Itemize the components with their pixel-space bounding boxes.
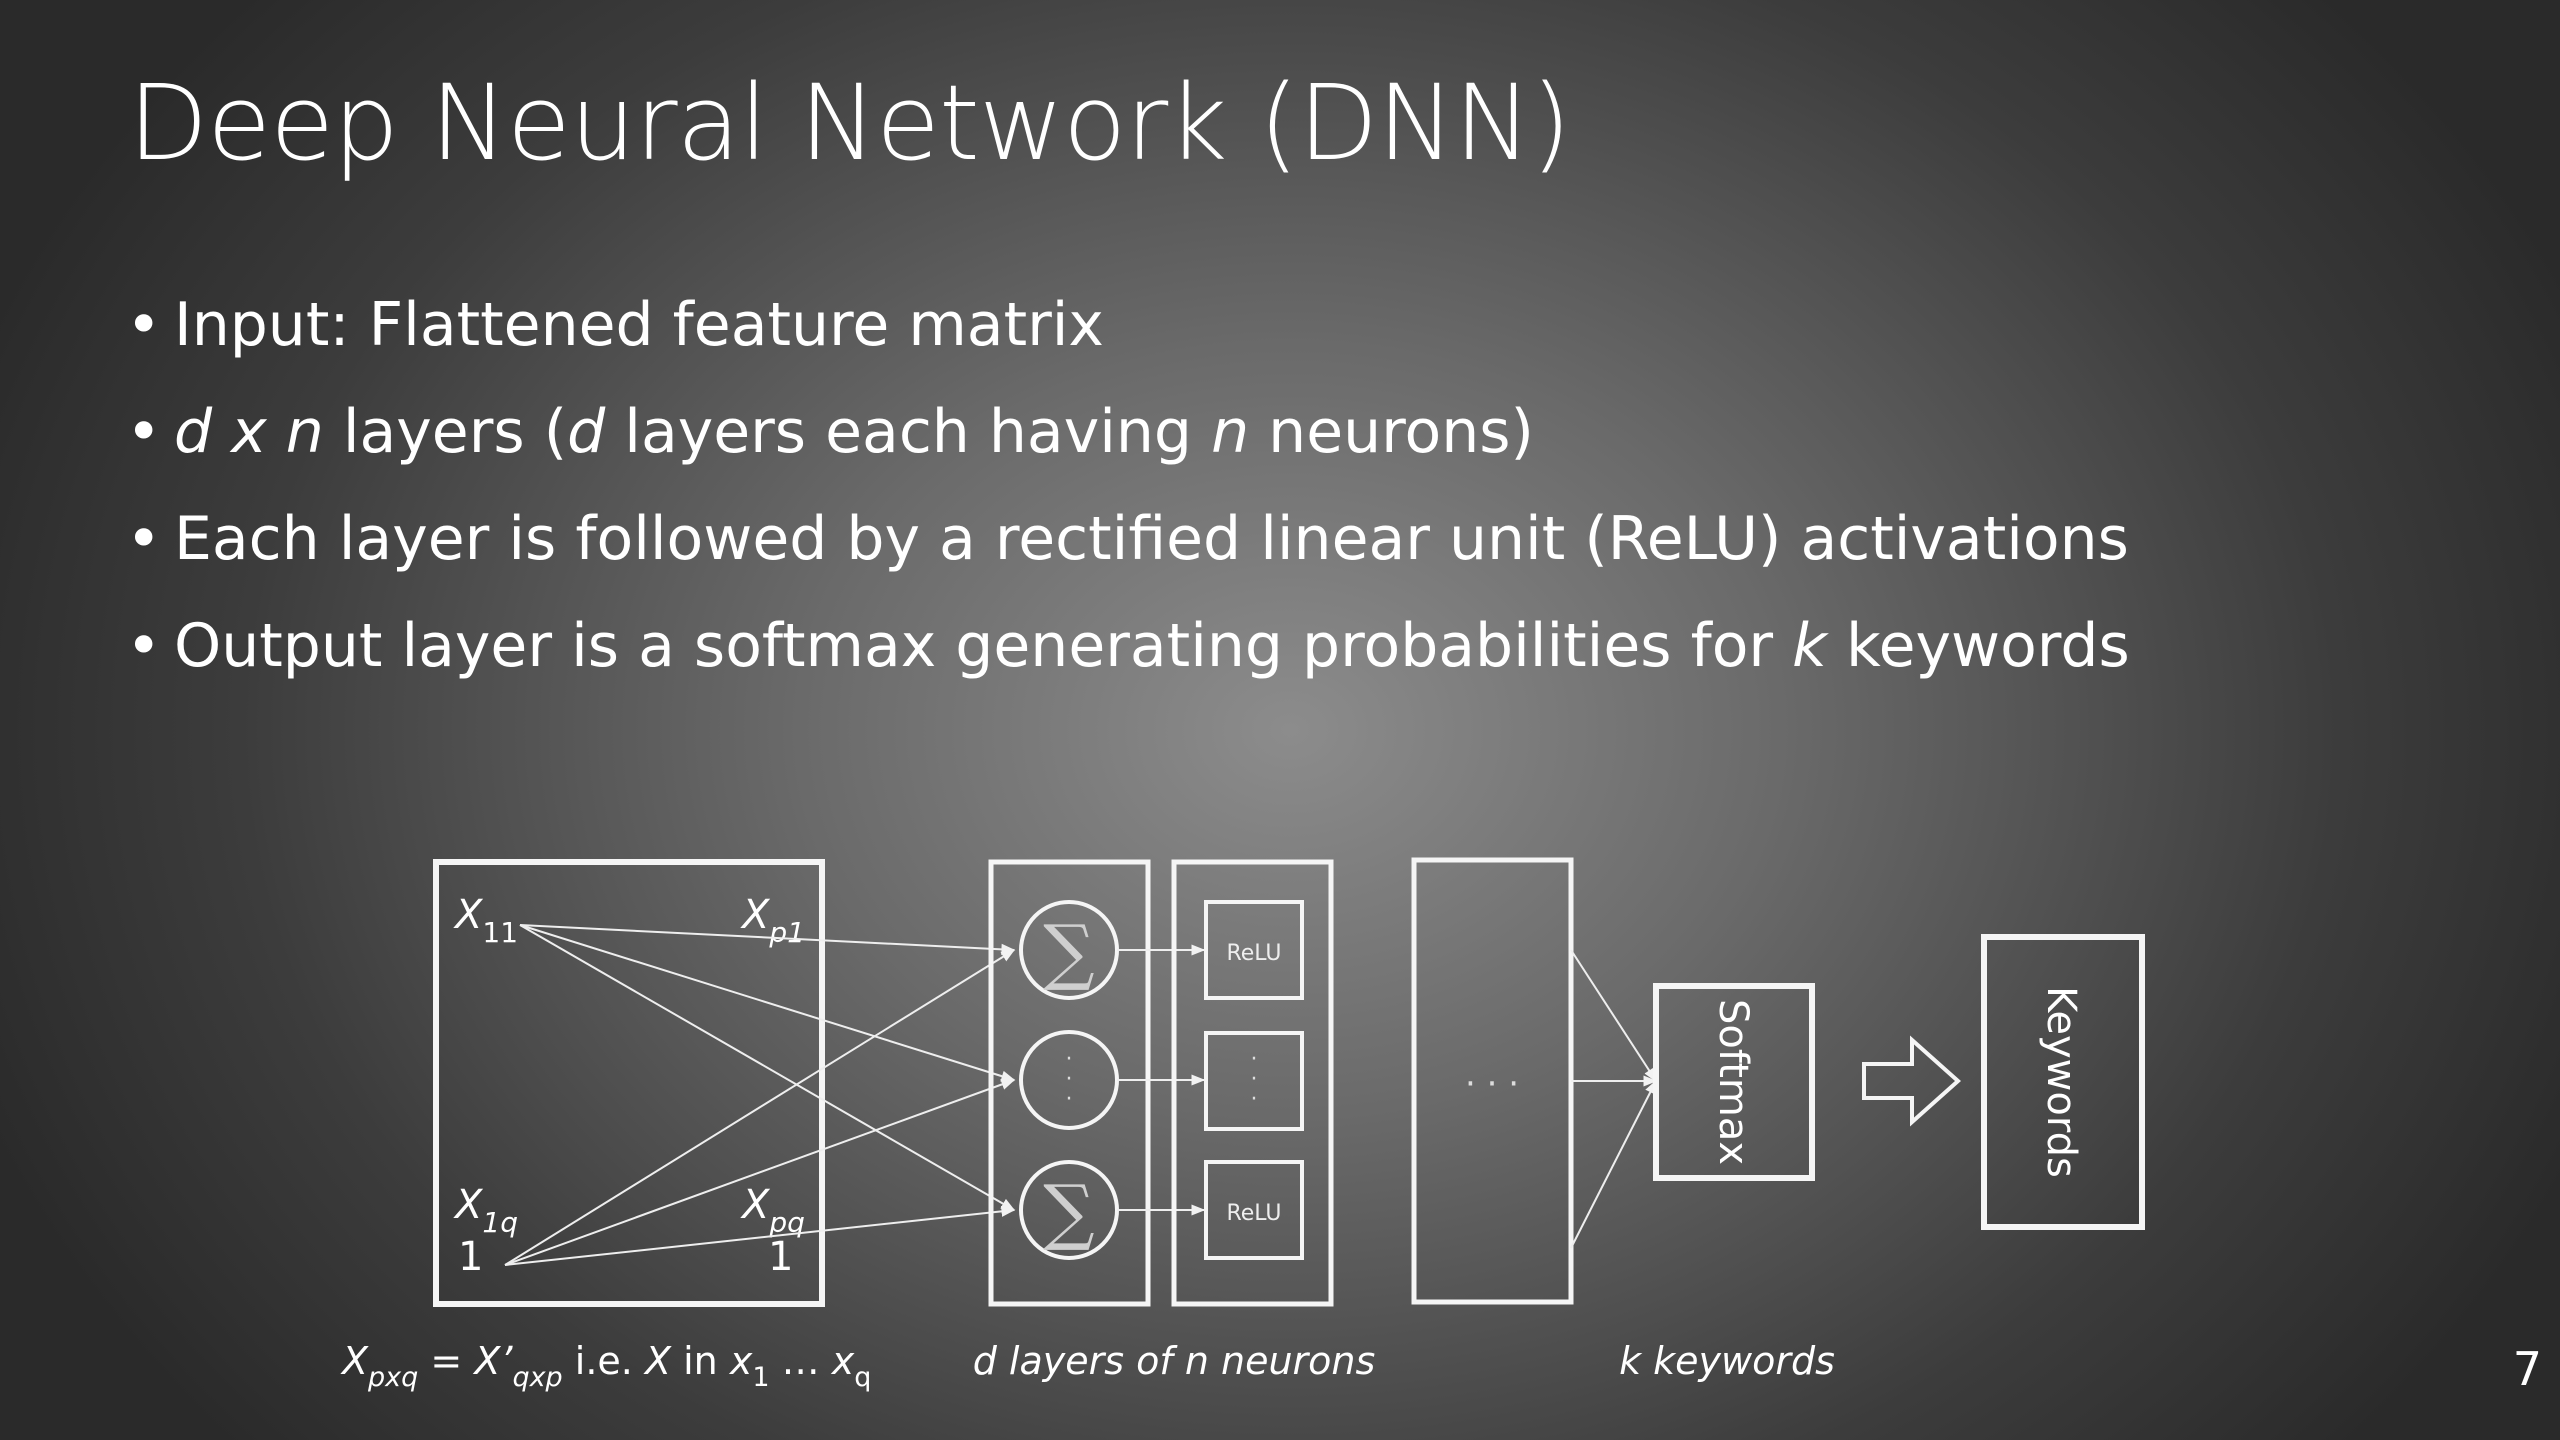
svg-text:·: · xyxy=(1251,1047,1258,1072)
matrix-label-x1q: X1q xyxy=(453,1182,518,1239)
layers-caption: d layers of n neurons xyxy=(973,1339,1376,1383)
keywords-box xyxy=(1981,934,2145,1230)
connection-line xyxy=(1570,949,1657,1083)
matrix-bias-right: 1 xyxy=(768,1234,793,1280)
connection-line xyxy=(519,924,1016,1082)
connection-line xyxy=(1570,1079,1657,1249)
right-arrow-icon xyxy=(1862,1035,1962,1127)
bullet-item: •Input: Flattened feature matrix xyxy=(126,290,1104,360)
relu-connections xyxy=(1117,944,1206,1216)
keywords-label: Keywords xyxy=(2038,986,2084,1178)
vertical-dots-icon: · · · xyxy=(1066,1047,1073,1112)
svg-text:·: · xyxy=(1066,1067,1073,1092)
bullet-text: Each layer is followed by a rectified li… xyxy=(174,504,2129,574)
bullet-item: •d x n layers (d layers each having n ne… xyxy=(126,397,1534,467)
svg-text:·: · xyxy=(1251,1087,1258,1112)
connection-line xyxy=(504,1079,1016,1266)
relu-layer-box xyxy=(1171,859,1334,1307)
page-number: 7 xyxy=(2512,1342,2542,1396)
relu-label: ReLU xyxy=(1226,1201,1281,1226)
bullet-text: Input: Flattened feature matrix xyxy=(174,290,1104,360)
relu-unit-top xyxy=(1204,900,1304,1000)
matrix-caption: Xpxq = X’qxp i.e. X in x1 … xq xyxy=(340,1339,871,1393)
sigma-icon: ∑ xyxy=(1043,909,1094,993)
connection-line xyxy=(504,1205,1016,1266)
bullet-text: d x n layers (d layers each having n neu… xyxy=(174,397,1534,467)
matrix-label-xp1: Xp1 xyxy=(740,892,805,949)
svg-text:·: · xyxy=(1251,1067,1258,1092)
sigma-icon: ∑ xyxy=(1043,1169,1094,1253)
slide-title: Deep Neural Network (DNN) xyxy=(128,62,1571,184)
horizontal-dots-icon: · · · xyxy=(1465,1064,1519,1104)
relu-unit-ellipsis xyxy=(1204,1031,1304,1131)
softmax-box xyxy=(1653,983,1815,1181)
matrix-label-x11: X11 xyxy=(453,892,518,949)
bullet-text: Output layer is a softmax generating pro… xyxy=(174,611,2130,681)
connection-line xyxy=(519,924,1016,955)
connection-line xyxy=(519,924,1016,1211)
output-connections xyxy=(1570,949,1658,1249)
svg-text:·: · xyxy=(1066,1047,1073,1072)
input-matrix-box xyxy=(433,859,825,1307)
softmax-label: Softmax xyxy=(1710,999,1756,1165)
matrix-bias-left: 1 xyxy=(458,1234,483,1280)
keywords-caption: k keywords xyxy=(1619,1339,1835,1383)
bullet-list: •Input: Flattened feature matrix •d x n … xyxy=(126,272,2130,700)
vertical-dots-icon: · · · xyxy=(1251,1047,1258,1112)
relu-unit-bottom xyxy=(1204,1160,1304,1260)
connection-line xyxy=(504,949,1016,1266)
matrix-label-xpq: Xpq xyxy=(740,1182,805,1239)
neuron-layer-box xyxy=(988,859,1151,1307)
input-connections xyxy=(504,924,1016,1266)
svg-text:·: · xyxy=(1066,1087,1073,1112)
relu-label: ReLU xyxy=(1226,941,1281,966)
bullet-item: •Output layer is a softmax generating pr… xyxy=(126,611,2130,681)
bullet-item: •Each layer is followed by a rectified l… xyxy=(126,504,2129,574)
